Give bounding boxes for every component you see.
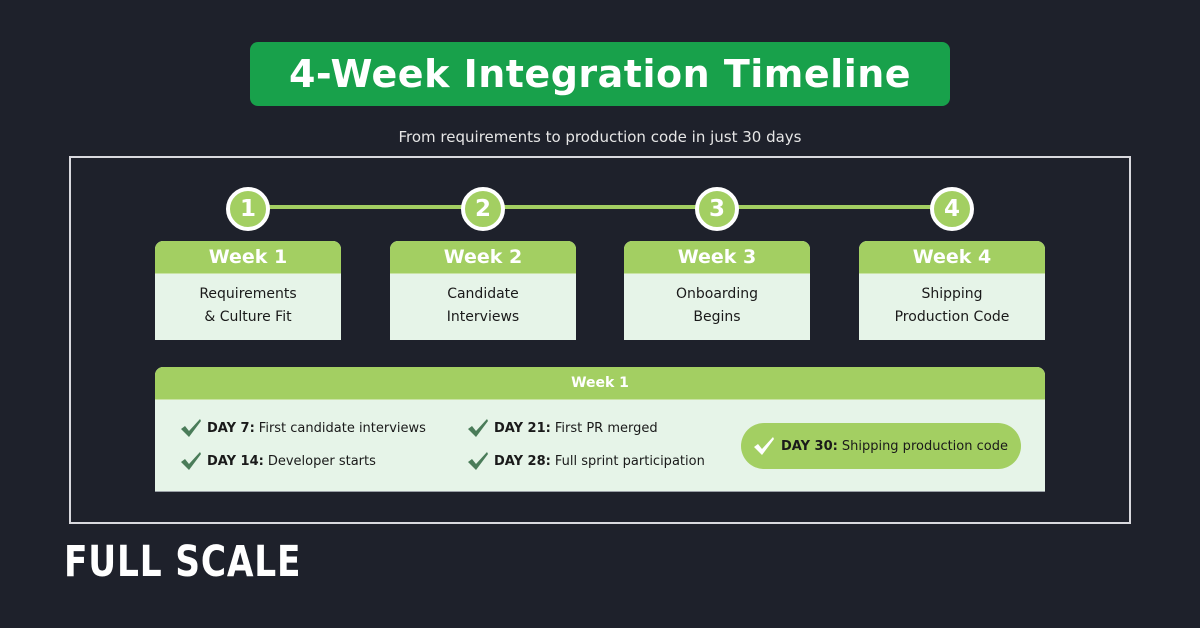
step-circle-4: 4 [930, 187, 974, 231]
page-title: 4-Week Integration Timeline [288, 52, 912, 96]
milestone-day: DAY 7: [207, 420, 255, 436]
check-icon [468, 419, 488, 437]
milestone-text: Developer starts [267, 453, 376, 469]
week-card-2: Week 2 Candidate Interviews [390, 241, 576, 340]
timeline-frame [69, 156, 1131, 524]
milestone-day: DAY 21: [494, 420, 551, 436]
week-card-1: Week 1 Requirements & Culture Fit [155, 241, 341, 340]
description-line: Interviews [446, 309, 520, 325]
milestone-item: DAY 7: First candidate interviews [180, 418, 426, 438]
milestone-day: DAY 30: [781, 438, 838, 454]
milestone-text: Full sprint participation [554, 453, 705, 469]
title-banner: 4-Week Integration Timeline [250, 42, 950, 106]
week-card-description: Candidate Interviews [390, 274, 576, 329]
timeline-connector [248, 205, 952, 209]
milestone-text: First candidate interviews [258, 420, 426, 436]
milestone-day: DAY 28: [494, 453, 551, 469]
week-card-title: Week 1 [155, 241, 341, 274]
check-icon [468, 452, 488, 470]
description-line: Onboarding [676, 286, 758, 302]
milestone-item: DAY 21: First PR merged [467, 418, 658, 438]
step-circle-1: 1 [226, 187, 270, 231]
check-icon [181, 419, 201, 437]
milestone-text: First PR merged [554, 420, 658, 436]
step-circle-2: 2 [461, 187, 505, 231]
week-card-title: Week 2 [390, 241, 576, 274]
step-circle-3: 3 [695, 187, 739, 231]
week-card-3: Week 3 Onboarding Begins [624, 241, 810, 340]
description-line: Begins [693, 309, 741, 325]
description-line: Requirements [199, 286, 297, 302]
week-card-4: Week 4 Shipping Production Code [859, 241, 1045, 340]
description-line: Production Code [894, 309, 1010, 325]
milestone-item: DAY 28: Full sprint participation [467, 451, 705, 471]
check-icon [181, 452, 201, 470]
check-icon [754, 437, 774, 455]
page-subtitle: From requirements to production code in … [398, 128, 802, 146]
week-card-description: Onboarding Begins [624, 274, 810, 329]
milestones-panel: Week 1 DAY 7: First candidate interviews… [155, 367, 1045, 492]
description-line: & Culture Fit [204, 309, 292, 325]
week-card-description: Requirements & Culture Fit [155, 274, 341, 329]
milestone-item: DAY 14: Developer starts [180, 451, 376, 471]
milestone-day: DAY 14: [207, 453, 264, 469]
description-line: Candidate [447, 286, 519, 302]
milestones-panel-title: Week 1 [155, 367, 1045, 400]
milestone-text: Shipping production code [841, 438, 1008, 454]
week-card-title: Week 3 [624, 241, 810, 274]
week-card-description: Shipping Production Code [859, 274, 1045, 329]
final-milestone-badge: DAY 30: Shipping production code [741, 423, 1021, 469]
week-card-title: Week 4 [859, 241, 1045, 274]
brand-logo: FULL SCALE [64, 537, 302, 587]
description-line: Shipping [921, 286, 983, 302]
